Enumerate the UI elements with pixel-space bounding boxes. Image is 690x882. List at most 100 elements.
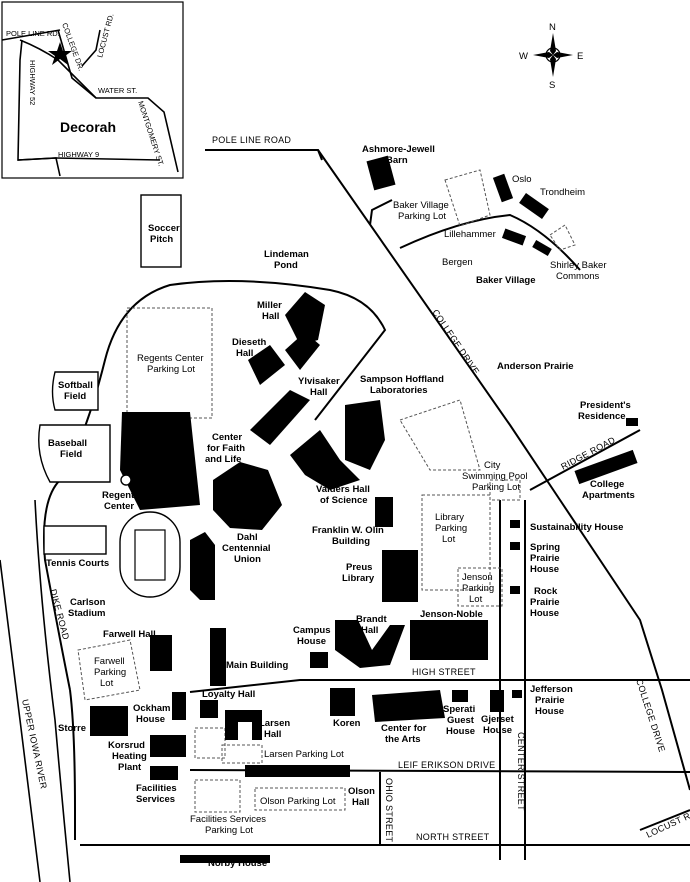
cfl-label-3: and Life — [205, 454, 241, 465]
president-label-2: Residence — [578, 411, 626, 422]
shirley-label-1: Shirley Baker — [550, 260, 607, 271]
rock-label-3: House — [530, 608, 559, 619]
baseball-label-2: Field — [60, 449, 82, 460]
loyalty-label: Loyalty Hall — [202, 689, 255, 700]
sustainability-label: Sustainability House — [530, 522, 623, 533]
larsen-lot-label: Larsen Parking Lot — [264, 749, 344, 760]
buildings — [38, 155, 638, 863]
korsrud-label-2: Heating — [112, 751, 147, 762]
softball-label-1: Softball — [58, 380, 93, 391]
dahl-label-2: Centennial — [222, 543, 271, 554]
norby-label: Norby House — [208, 858, 267, 869]
sperati-label-1: Sperati — [443, 704, 475, 715]
softball-label-2: Field — [64, 391, 86, 402]
tennis-courts — [43, 525, 107, 555]
lindeman-label-2: Pond — [274, 260, 298, 271]
larsen-label-1: Larsen — [259, 718, 290, 729]
carlson-label-1: Carlson — [70, 597, 106, 608]
soccer-pitch — [140, 194, 182, 268]
dieseth-label-2: Hall — [236, 348, 253, 359]
farwell-lot-label-1: Farwell — [94, 656, 125, 667]
compass-icon: N S W E — [519, 22, 583, 91]
koren-label: Koren — [333, 718, 361, 729]
pool-label-3: Parking Lot — [472, 482, 520, 493]
high-street-label: HIGH STREET — [412, 667, 476, 677]
inset-road-hwy9: HIGHWAY 9 — [58, 150, 99, 159]
college-drive-label-1: COLLEGE DRIVE — [430, 308, 481, 377]
gjerset-label-1: Gjerset — [481, 714, 515, 725]
pool-label-1: City — [484, 460, 501, 471]
oslo-label: Oslo — [512, 174, 532, 185]
baker-village-label: Baker Village — [476, 275, 536, 286]
dahl-label-3: Union — [234, 554, 261, 565]
campus-house-label-1: Campus — [293, 625, 330, 636]
baker-lot-label-2: Parking Lot — [398, 211, 446, 222]
regents-lot-label-2: Parking Lot — [147, 364, 195, 375]
baker-lot-label-1: Baker Village — [393, 200, 449, 211]
shirley-label-2: Commons — [556, 271, 600, 282]
cfl-label-1: Center — [212, 432, 242, 443]
place-labels: Ashmore-Jewell Barn Soccer Pitch Oslo Tr… — [46, 144, 635, 869]
regents-label-1: Regents — [102, 490, 139, 501]
gjerset-label-2: House — [483, 725, 512, 736]
library-lot-label-3: Lot — [442, 534, 456, 545]
anderson-label: Anderson Prairie — [497, 361, 574, 372]
compass-e: E — [577, 51, 583, 62]
olin-label-2: Building — [332, 536, 370, 547]
jenson-noble-label-2: Hall of Music — [414, 620, 473, 631]
cfl-label-2: for Faith — [207, 443, 245, 454]
cfa-label-2: the Arts — [385, 734, 421, 745]
ockham-label-1: Ockham — [133, 703, 171, 714]
main-label: Main Building — [226, 660, 288, 671]
preus-label-1: Preus — [346, 562, 372, 573]
brandt-label-1: Brandt — [356, 614, 387, 625]
star-icon — [48, 42, 72, 65]
facilities-label-1: Facilities — [136, 783, 177, 794]
ashmore-barn — [366, 155, 396, 191]
miller-label-1: Miller — [257, 300, 282, 311]
center-street-label: CENTER STREET — [516, 732, 526, 811]
jenson-lot-label-2: Parking — [462, 583, 494, 594]
roads — [0, 149, 690, 882]
olson-label-1: Olson — [348, 786, 375, 797]
olson-label-2: Hall — [352, 797, 369, 808]
softball-field — [51, 371, 99, 411]
preus-label-2: Library — [342, 573, 375, 584]
korsrud-label-3: Plant — [118, 762, 142, 773]
jefferson-label-1: Jefferson — [530, 684, 573, 695]
larsen-label-2: Hall — [264, 729, 281, 740]
upper-iowa-river-label: UPPER IOWA RIVER — [20, 698, 49, 790]
compass-s: S — [549, 80, 555, 91]
bergen-label: Bergen — [442, 257, 473, 268]
facilities-label-2: Services — [136, 794, 175, 805]
jenson-lot-label-1: Jenson — [462, 572, 493, 583]
soccer-label-1: Soccer — [148, 223, 180, 234]
sperati-label-2: Guest — [447, 715, 475, 726]
jefferson-label-2: Prairie — [535, 695, 565, 706]
storre-label: Storre — [58, 723, 86, 734]
spring-label-2: Prairie — [530, 553, 560, 564]
campus-house-label-2: House — [297, 636, 326, 647]
baseball-label-1: Baseball — [48, 438, 87, 449]
president-label-1: President's — [580, 400, 631, 411]
valders-label-1: Valders Hall — [316, 484, 370, 495]
regents-lot-label-1: Regents Center — [137, 353, 204, 364]
pool-label-2: Swimming Pool — [462, 471, 527, 482]
dahl-label-1: Dahl — [237, 532, 258, 543]
locust-road-label: LOCUST ROAD — [645, 802, 690, 840]
rock-label-1: Rock — [534, 586, 558, 597]
valders-label-2: of Science — [320, 495, 368, 506]
sperati-label-3: House — [446, 726, 475, 737]
compass-n: N — [549, 22, 556, 33]
ohio-street-label: OHIO STREET — [384, 778, 394, 843]
lillehammer-label: Lillehammer — [444, 229, 496, 240]
dieseth-label-1: Dieseth — [232, 337, 267, 348]
lindeman-label-1: Lindeman — [264, 249, 309, 260]
sampson-label-2: Laboratories — [370, 385, 428, 396]
fs-lot-label-1: Facilities Services — [190, 814, 266, 825]
inset-road-water: WATER ST. — [98, 86, 137, 95]
farwell-lot-label-3: Lot — [100, 678, 114, 689]
pole-line-road-label: POLE LINE ROAD — [212, 135, 291, 145]
miller-label-2: Hall — [262, 311, 279, 322]
